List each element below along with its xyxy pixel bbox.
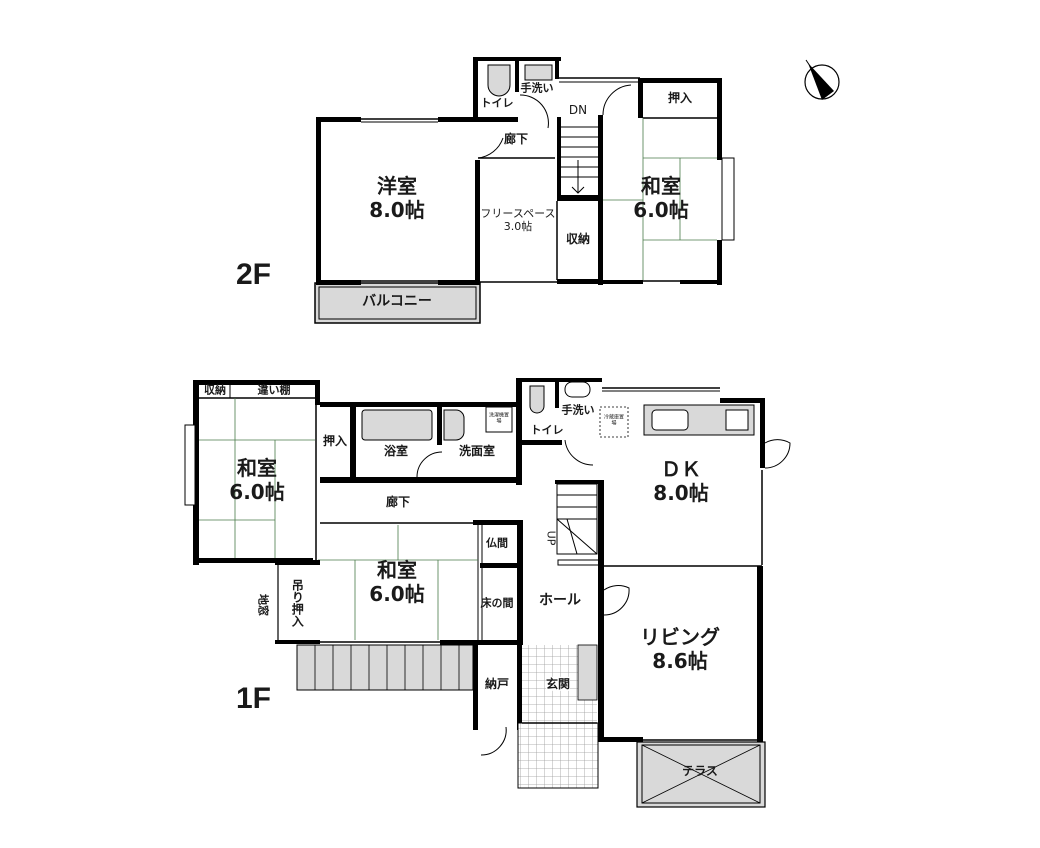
room-butsuma-1f: 仏間 [486,536,508,550]
room-area: 6.0帖 [229,480,285,504]
room-balcony-2f: バルコニー [362,293,432,310]
room-area: 3.0帖 [503,220,533,233]
room-western-2f: 洋室 8.0帖 [369,174,424,222]
balcony-area [314,282,481,324]
room-name: 和室 [377,558,417,582]
room-area: 8.6帖 [652,649,708,673]
room-hallway-1f: 廊下 [385,494,411,509]
washer-space-label: 洗濯機置場 [488,412,509,424]
room-free-space-2f: フリースペース 3.0帖 [480,207,555,233]
room-hall-1f: ホール [539,592,581,609]
room-name: 和室 [237,456,277,480]
floor-1f [184,378,791,808]
north-arrow-icon [804,59,840,100]
room-japanese-center-1f: 和室 6.0帖 [369,558,424,606]
room-bath-1f: 浴室 [383,443,409,458]
room-hanging-closet-1f: 吊り押入 [290,579,305,627]
room-storage-1f: 収納 [204,383,226,397]
floor-label-2f: 2F [236,258,272,291]
room-area: 8.0帖 [369,198,425,222]
room-hallway-2f: 廊下 [503,131,529,146]
room-japanese-west-1f: 和室 6.0帖 [229,456,284,504]
room-toilet-2f: トイレ [480,96,514,110]
room-name: フリースペース [480,206,556,220]
room-area: 6.0帖 [369,582,425,606]
room-name: 洋室 [377,174,417,198]
room-dk-1f: ＤＫ 8.0帖 [653,457,708,505]
window-label-1f: 地窓 [256,594,270,616]
room-name: リビング [640,625,720,649]
stairs-up-label: UP [544,530,558,546]
room-handwash-2f: 手洗い [520,81,554,95]
room-closet-1f: 押入 [322,433,348,448]
room-japanese-2f: 和室 6.0帖 [633,174,688,222]
room-name: ＤＫ [661,457,701,481]
room-terrace-1f: テラス [682,763,718,778]
room-toilet-1f: トイレ [530,423,564,437]
room-living-1f: リビング 8.6帖 [640,625,720,673]
veranda-area [296,644,474,691]
room-area: 6.0帖 [633,198,689,222]
floor-label-1f: 1F [236,682,272,715]
stairs-down-label: DN [568,102,588,117]
room-tokonoma-1f: 床の間 [480,596,514,610]
room-staggered-shelf-1f: 違い棚 [257,383,291,397]
room-storage-2f: 収納 [565,231,591,246]
floor-2f [314,57,735,324]
room-area: 8.0帖 [653,481,709,505]
room-entrance-1f: 玄関 [545,676,571,692]
room-closet-2f: 押入 [667,90,693,105]
room-storeroom-1f: 納戸 [484,676,510,691]
room-name: 和室 [641,174,681,198]
fridge-space-label: 冷蔵庫置場 [603,414,624,426]
room-washroom-1f: 洗面室 [458,443,496,458]
room-handwash-1f: 手洗い [561,403,595,417]
